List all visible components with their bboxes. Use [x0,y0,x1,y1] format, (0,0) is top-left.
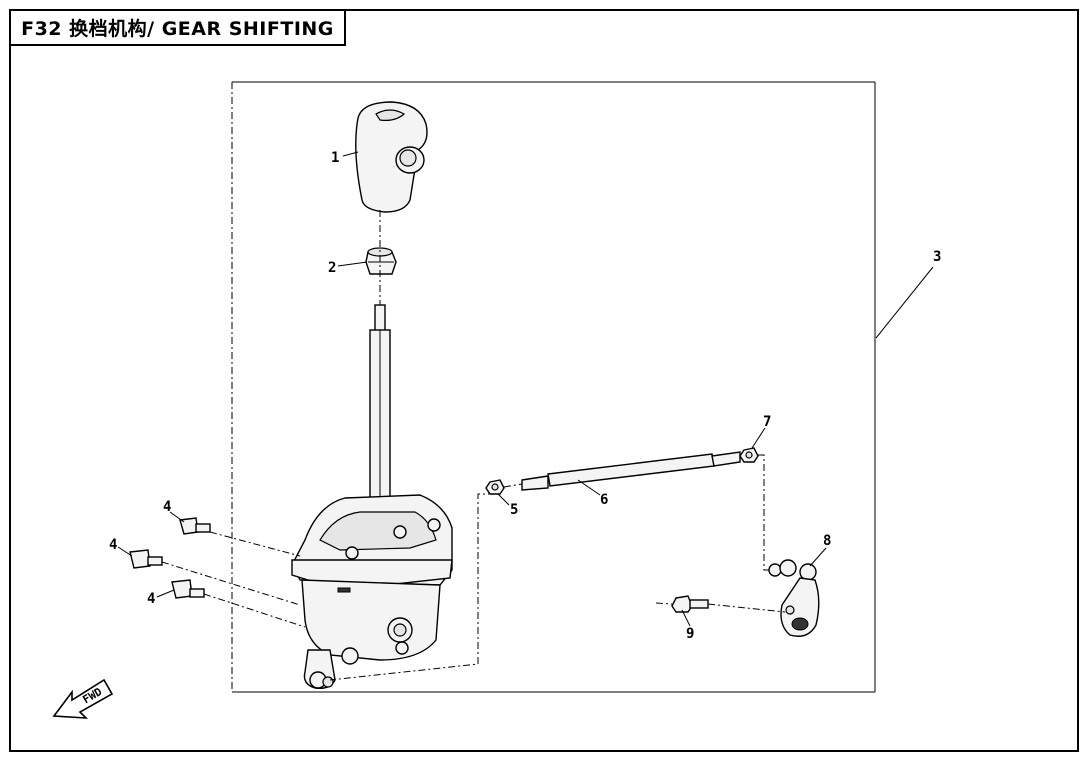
shift-lever-shaft [369,304,391,521]
callout-5: 5 [510,502,518,518]
arm-bolt-part [655,595,786,613]
linkage-path-left [329,493,495,681]
arm-bolt-axis-right [707,603,786,613]
arm-bolt-axis-left [655,602,673,605]
shift-rod-part [503,451,745,491]
diagram-frame [9,9,1079,752]
bolt-upper-axis [209,531,301,557]
fwd-arrow-icon: FWD [52,678,114,719]
mounting-bolt-middle [129,549,163,569]
callout-3: 3 [933,249,941,265]
callout-6: 6 [600,492,608,508]
callout-7: 7 [763,414,771,430]
nut-left-part [485,479,505,495]
callout-8: 8 [823,533,831,549]
shift-knob-part [355,101,428,213]
rod-left-axis [503,483,523,488]
page-title: F32 换档机构/ GEAR SHIFTING [9,9,346,46]
knob-nut-part [365,247,397,275]
callout-9: 9 [686,626,694,642]
shifter-housing [291,494,453,690]
callout-4-lower: 4 [147,591,155,607]
callout-1: 1 [331,150,339,166]
callout-4-upper: 4 [163,499,171,515]
assembly-boundary [231,81,876,693]
linkage-path-right [758,454,778,571]
bolt-middle-axis [161,561,301,606]
callout-2: 2 [328,260,336,276]
nut-right-part [739,447,759,463]
callout-leaders [117,151,934,627]
mounting-bolt-upper [179,517,211,535]
callout-4-middle: 4 [109,537,117,553]
bolt-lower-axis [203,593,306,628]
mounting-bolt-lower [171,579,205,599]
shift-arm-part [768,559,820,637]
